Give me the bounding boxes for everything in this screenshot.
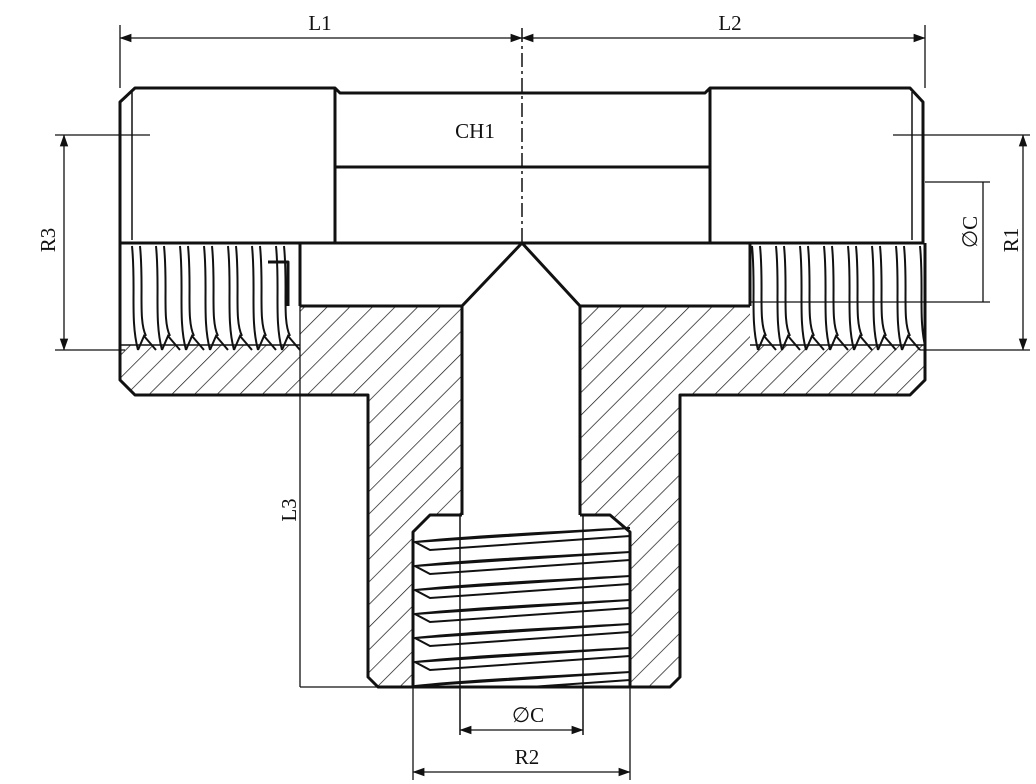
label-r3: R3 bbox=[36, 228, 60, 253]
dimensions bbox=[55, 25, 1030, 780]
label-phi-c-right: ∅C bbox=[958, 216, 982, 248]
label-r1: R1 bbox=[999, 228, 1023, 253]
label-phi-c-bottom: ∅C bbox=[512, 703, 544, 727]
hatched-section bbox=[120, 246, 925, 687]
center-lines bbox=[459, 28, 584, 735]
bottom-internal-thread bbox=[413, 527, 631, 687]
label-r2: R2 bbox=[515, 745, 540, 769]
label-l1: L1 bbox=[308, 11, 331, 35]
left-internal-thread bbox=[131, 245, 300, 351]
label-l2: L2 bbox=[718, 11, 741, 35]
dimension-labels: L1 L2 CH1 R3 R1 ∅C L3 ∅C R2 bbox=[36, 11, 1023, 769]
label-ch1: CH1 bbox=[455, 119, 495, 143]
label-l3: L3 bbox=[277, 498, 301, 521]
